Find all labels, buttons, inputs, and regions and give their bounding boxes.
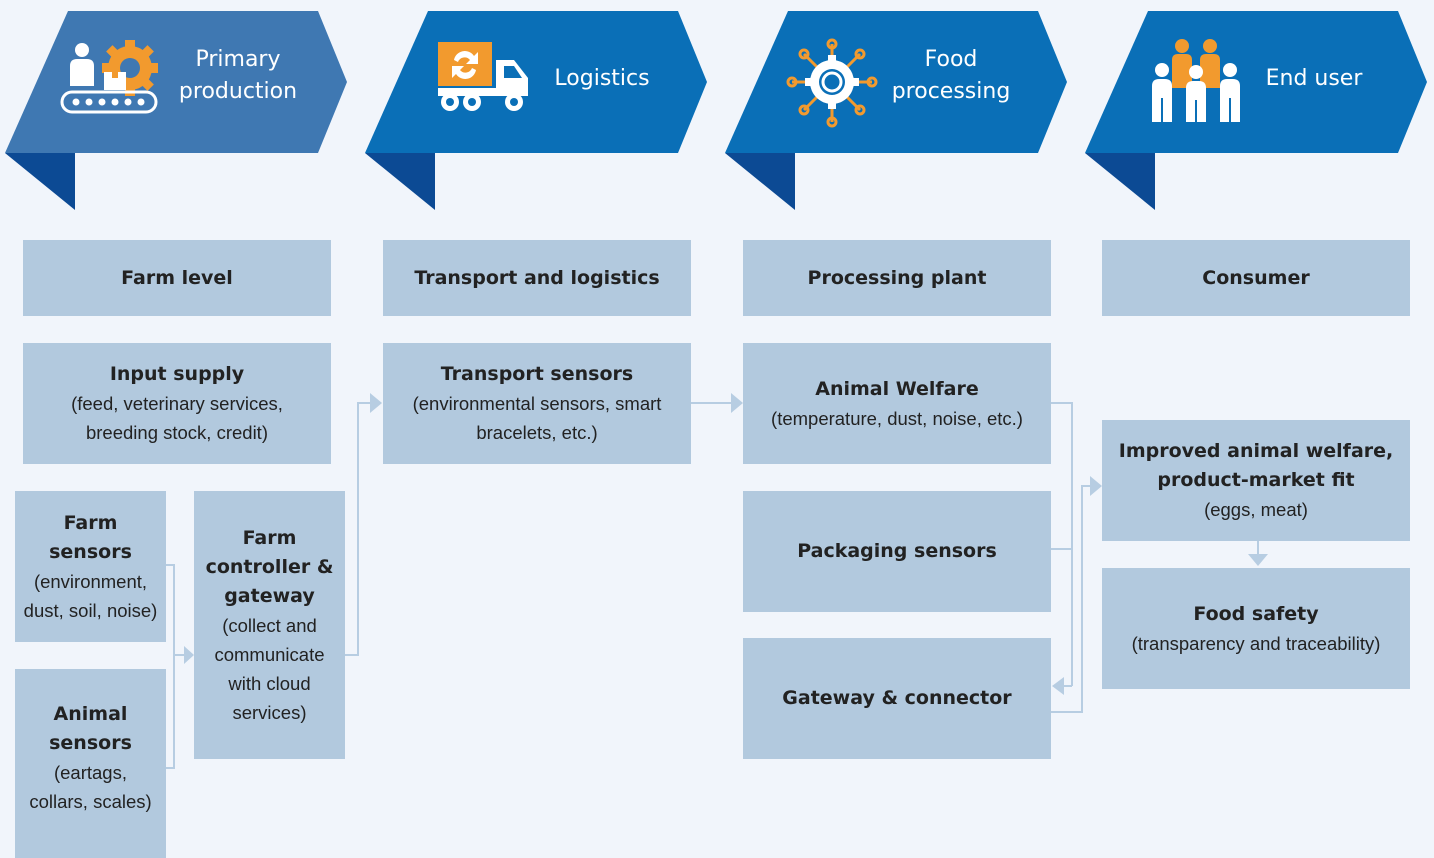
header-consumer: Consumer — [1102, 240, 1410, 316]
box-subtitle: collars, scales) — [29, 790, 152, 812]
box-title: Animal Welfare — [815, 377, 979, 400]
box-title: sensors — [49, 731, 132, 754]
box-subtitle: communicate — [214, 643, 325, 665]
stage-title-line2: production — [178, 79, 298, 104]
stage-title-end-user: End user — [1265, 66, 1363, 91]
stage-banner-logistics — [365, 11, 707, 210]
box-title: Packaging sensors — [797, 540, 997, 562]
box-title: product-market fit — [1157, 469, 1355, 491]
box-subtitle: (transparency and traceability) — [1131, 632, 1381, 654]
box-subtitle: (temperature, dust, noise, etc.) — [771, 407, 1023, 429]
box-title: sensors — [49, 540, 132, 563]
box-subtitle: (environment, — [33, 570, 148, 592]
box-title: Gateway & connector — [782, 687, 1012, 709]
box-food-safety: Food safety (transparency and traceabili… — [1102, 568, 1410, 689]
box-title: Farm — [242, 526, 297, 549]
box-title: Transport sensors — [440, 363, 634, 385]
stage-banner-primary-production — [5, 11, 347, 210]
box-subtitle: with cloud — [228, 672, 311, 694]
header-label: Consumer — [1202, 266, 1310, 289]
box-subtitle: (eggs, meat) — [1204, 499, 1308, 520]
header-transport-and-logistics: Transport and logistics — [383, 240, 691, 316]
box-title: gateway — [224, 584, 315, 607]
stage-title-line1: Primary — [195, 47, 281, 72]
header-processing-plant: Processing plant — [743, 240, 1051, 316]
box-animal-welfare: Animal Welfare (temperature, dust, noise… — [743, 343, 1051, 464]
stage-title-line1: Food — [924, 47, 978, 72]
box-title: Farm — [63, 511, 118, 534]
box-title: Input supply — [109, 363, 245, 385]
people-group-icon — [1152, 39, 1240, 122]
box-input-supply: Input supply (feed, veterinary services,… — [23, 343, 331, 464]
header-label: Transport and logistics — [414, 266, 660, 289]
box-improved-animal-welfare: Improved animal welfare, product-market … — [1102, 420, 1410, 541]
box-subtitle: dust, soil, noise) — [23, 599, 158, 621]
stage-title-primary-production: Primary production — [168, 44, 308, 108]
box-title: Animal — [53, 702, 128, 725]
box-title: Food safety — [1193, 602, 1319, 625]
box-subtitle: breeding stock, credit) — [85, 422, 268, 443]
delivery-truck-icon — [438, 42, 528, 111]
box-gateway-connector: Gateway & connector — [743, 638, 1051, 759]
header-label: Farm level — [121, 266, 233, 289]
stage-banner-end-user — [1085, 11, 1427, 210]
box-subtitle: (feed, veterinary services, — [71, 393, 283, 414]
header-label: Processing plant — [807, 266, 987, 289]
processing-gear-hub-icon — [786, 38, 878, 128]
box-title: Improved animal welfare, — [1118, 440, 1394, 462]
box-subtitle: bracelets, etc.) — [476, 422, 598, 443]
box-subtitle: services) — [232, 701, 307, 723]
stage-title-food-processing: Food processing — [878, 44, 1024, 108]
box-transport-sensors: Transport sensors (environmental sensors… — [383, 343, 691, 464]
stage-banner-food-processing — [725, 11, 1067, 210]
box-subtitle: (collect and — [222, 614, 317, 636]
box-subtitle: (environmental sensors, smart — [412, 393, 662, 414]
stage-title-line2: processing — [891, 79, 1011, 104]
box-title: controller & — [205, 555, 334, 578]
box-packaging-sensors: Packaging sensors — [743, 491, 1051, 612]
header-farm-level: Farm level — [23, 240, 331, 316]
box-farm-sensors: Farm sensors (environment, dust, soil, n… — [15, 491, 166, 642]
box-farm-controller-gateway: Farm controller & gateway (collect and c… — [194, 491, 345, 759]
box-subtitle: (eartags, — [53, 761, 127, 783]
stage-title-logistics: Logistics — [554, 66, 650, 91]
box-animal-sensors: Animal sensors (eartags, collars, scales… — [15, 669, 166, 858]
factory-conveyor-gear-icon — [60, 40, 158, 114]
